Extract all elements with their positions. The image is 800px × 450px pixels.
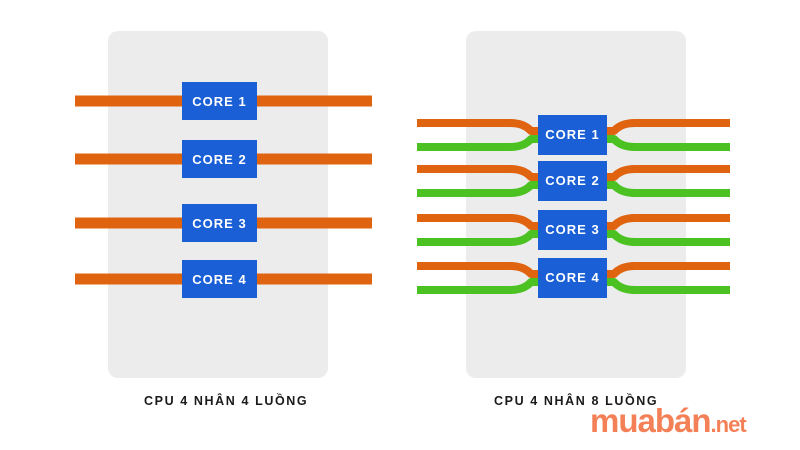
watermark-suffix: .net [710,412,747,437]
caption-4-core-8-thread: CPU 4 NHÂN 8 LUỒNG [494,394,659,408]
core-label: CORE 4 [192,272,246,287]
core-label: CORE 4 [545,270,599,285]
cpu-4-core-4-thread-panel: CORE 1 CORE 2 CORE 3 CORE 4 [75,31,372,378]
thread-line [603,181,730,197]
thread-line [417,278,542,294]
thread-line [603,165,730,181]
thread-line [603,135,730,151]
core-label: CORE 1 [545,127,599,142]
thread-line [603,119,730,135]
core-box [182,260,257,298]
core-label: CORE 1 [192,94,246,109]
muaban-watermark-logo: muabán.net [590,402,747,439]
core-box [538,115,607,155]
thread-line [417,165,542,181]
thread-line [417,262,542,278]
core-box [182,82,257,120]
thread-line [603,278,730,294]
thread-line [417,135,542,151]
core-label: CORE 3 [192,216,246,231]
core-label: CORE 3 [545,222,599,237]
cpu-4-core-8-thread-panel: CORE 1 CORE 2 CORE 3 CORE 4 [417,31,730,378]
core-box [538,161,607,201]
core-box [182,140,257,178]
thread-line [417,230,542,246]
watermark-main: muabán [590,402,712,439]
core-label: CORE 2 [545,173,599,188]
caption-4-core-4-thread: CPU 4 NHÂN 4 LUỒNG [144,394,309,408]
core-label: CORE 2 [192,152,246,167]
thread-line [603,230,730,246]
right-panel-background [466,31,686,378]
thread-line [417,214,542,230]
core-box [182,204,257,242]
core-box [538,210,607,250]
thread-line [417,119,542,135]
thread-line [603,214,730,230]
thread-line [417,181,542,197]
core-box [538,258,607,298]
thread-line [603,262,730,278]
